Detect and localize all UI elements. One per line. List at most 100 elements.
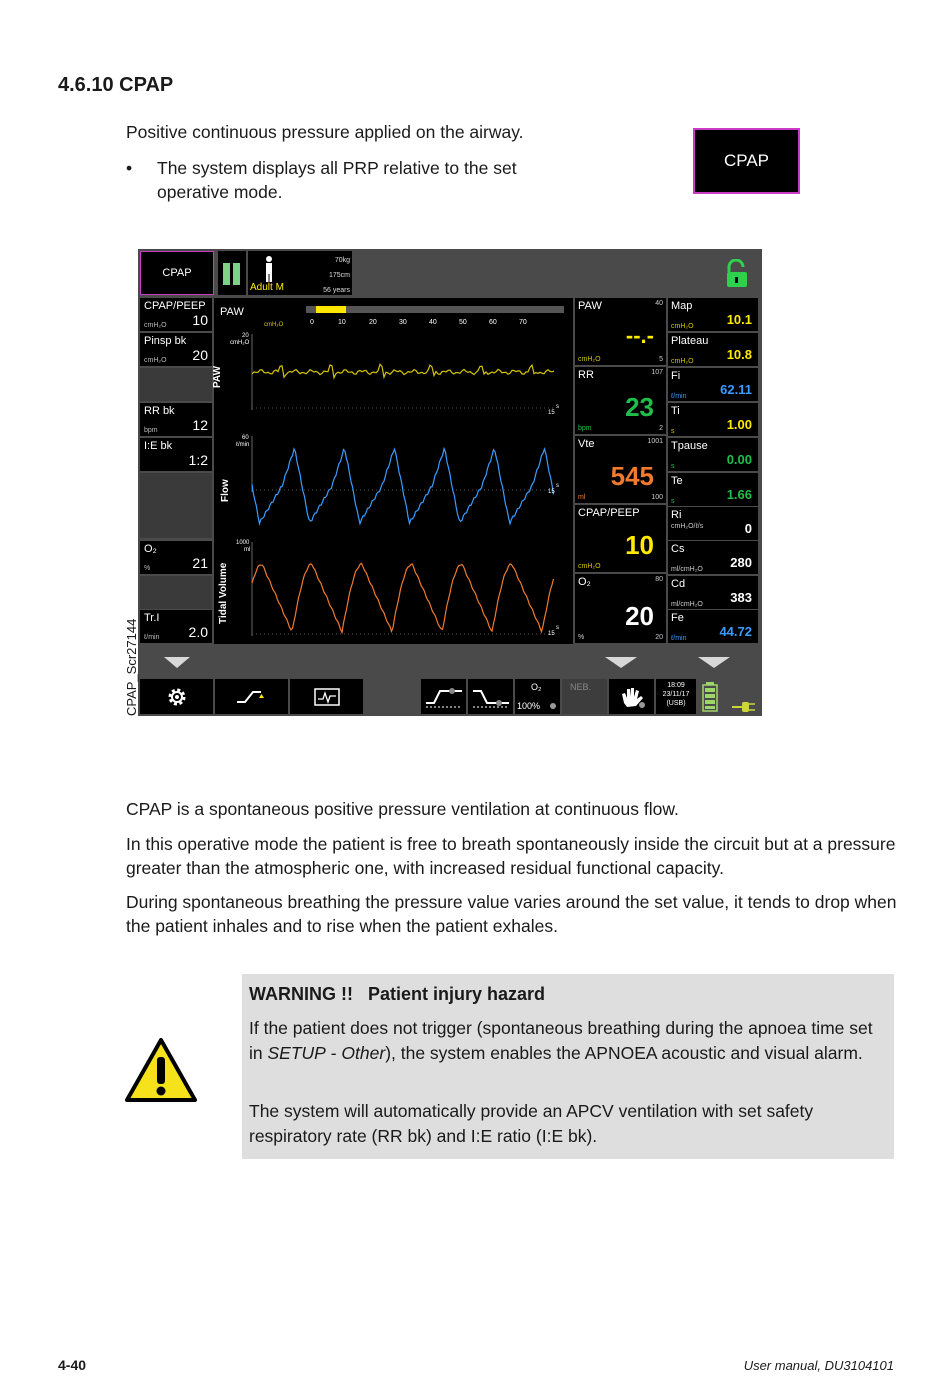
measure-label: Fi bbox=[671, 370, 681, 382]
measure-vte[interactable]: Vte 1001 545 ml 100 bbox=[575, 436, 666, 503]
person-icon bbox=[266, 256, 272, 282]
param-o2[interactable]: O₂ % 21 bbox=[140, 541, 212, 574]
chevron-down-icon[interactable] bbox=[605, 657, 637, 669]
mode-indicator[interactable]: CPAP bbox=[140, 251, 214, 295]
measure-low: 2 bbox=[659, 425, 663, 432]
wave-scale: 60 bbox=[242, 435, 249, 441]
param-ie-bk[interactable]: I:E bk 1:2 bbox=[140, 438, 212, 471]
measure-value: 23 bbox=[625, 392, 654, 422]
chevron-down-icon[interactable] bbox=[164, 657, 190, 669]
wave-unit: cmH₂O bbox=[230, 340, 250, 346]
waveform-panel: PAW cmH₂O 0 10 20 30 40 50 60 70 PAW Flo… bbox=[212, 298, 573, 644]
param-value: 10 bbox=[192, 312, 208, 328]
measure-low: 100 bbox=[651, 494, 663, 501]
measure-label: CPAP/PEEP bbox=[578, 507, 640, 519]
unlock-icon[interactable] bbox=[724, 259, 750, 289]
measure-ri[interactable]: Ri cmH₂O/ℓ/s 0 bbox=[668, 507, 758, 540]
measure-fi[interactable]: Fi ℓ/min 62.11 bbox=[668, 368, 758, 401]
measure-o2[interactable]: O₂ 80 20 % 20 bbox=[575, 574, 666, 643]
inspiratory-trigger-button[interactable] bbox=[421, 679, 466, 714]
param-unit: ℓ/min bbox=[144, 634, 160, 641]
measure-fe[interactable]: Fe ℓ/min 44.72 bbox=[668, 610, 758, 643]
param-pinsp-bk[interactable]: Pinsp bk cmH₂O 20 bbox=[140, 333, 212, 366]
paw-bar-label: PAW bbox=[220, 306, 244, 318]
measure-high: 107 bbox=[651, 369, 663, 376]
paragraph: During spontaneous breathing the pressur… bbox=[126, 892, 897, 936]
measure-label: Plateau bbox=[671, 335, 709, 347]
measure-unit: cmH₂O bbox=[578, 356, 601, 363]
measure-paw[interactable]: PAW 40 --.- cmH₂O 5 bbox=[575, 298, 666, 365]
measure-plateau[interactable]: Plateau cmH₂O 10.8 bbox=[668, 333, 758, 366]
measure-cd[interactable]: Cd ml/cmH₂O 383 bbox=[668, 576, 758, 609]
measure-value: 1.00 bbox=[726, 417, 752, 432]
manual-breath-button[interactable] bbox=[609, 679, 654, 714]
warning-triangle-icon bbox=[125, 1038, 197, 1102]
measure-unit: ml bbox=[578, 494, 586, 501]
param-label: RR bk bbox=[144, 405, 175, 417]
measure-unit: % bbox=[578, 634, 585, 641]
figure-caption: CPAP_Scr27144 bbox=[124, 618, 139, 716]
warning-paragraph: If the patient does not trigger (spontan… bbox=[249, 1016, 889, 1065]
measure-label: Cd bbox=[671, 578, 686, 590]
warning-box: WARNING !! Patient injury hazard If the … bbox=[242, 974, 894, 1159]
param-rr-bk[interactable]: RR bk bpm 12 bbox=[140, 403, 212, 436]
measure-unit: ℓ/min bbox=[671, 393, 687, 400]
cpap-mode-button[interactable]: CPAP bbox=[693, 128, 800, 194]
measure-cpap-peep[interactable]: CPAP/PEEP 10 cmH₂O bbox=[575, 505, 666, 572]
measure-label: Vte bbox=[578, 438, 595, 450]
measure-label: O₂ bbox=[578, 576, 591, 588]
o2-flush-button[interactable]: O₂ 100% bbox=[515, 679, 560, 714]
expiratory-trigger-button[interactable] bbox=[468, 679, 513, 714]
patient-info[interactable]: Adult M 70kg 175cm 56 years bbox=[248, 251, 352, 295]
param-unit: bpm bbox=[144, 427, 158, 434]
wave-label-paw: PAW bbox=[212, 365, 223, 388]
warning-text: ), the system enables the APNOEA acousti… bbox=[385, 1042, 863, 1063]
paw-tick: 70 bbox=[519, 319, 527, 326]
paragraph: In this operative mode the patient is fr… bbox=[126, 834, 896, 878]
monitor-view-button[interactable] bbox=[290, 679, 363, 714]
wave-time-end: 15 bbox=[548, 410, 555, 416]
measure-rr[interactable]: RR 107 23 bpm 2 bbox=[575, 367, 666, 434]
param-tr-i[interactable]: Tr.I ℓ/min 2.0 bbox=[140, 610, 212, 643]
warning-paragraph: The system will automatically provide an… bbox=[249, 1101, 814, 1146]
measure-te[interactable]: Te s 1.66 bbox=[668, 473, 758, 506]
manual-reference: User manual, DU3104101 bbox=[743, 1358, 894, 1373]
settings-button[interactable] bbox=[140, 679, 213, 714]
wave-time-unit: s bbox=[556, 625, 559, 631]
measure-value: 383 bbox=[730, 590, 752, 605]
measure-map[interactable]: Map cmH₂O 10.1 bbox=[668, 298, 758, 331]
param-label: Pinsp bk bbox=[144, 335, 187, 347]
paw-bar-unit: cmH₂O bbox=[264, 322, 284, 328]
paw-waveform bbox=[251, 363, 555, 380]
measure-low: 20 bbox=[655, 634, 663, 641]
measure-ti[interactable]: Ti s 1.00 bbox=[668, 403, 758, 436]
param-unit: cmH₂O bbox=[144, 357, 167, 364]
monitor-icon bbox=[313, 687, 340, 706]
measure-tpause[interactable]: Tpause s 0.00 bbox=[668, 438, 758, 471]
param-cpap-peep[interactable]: CPAP/PEEP cmH₂O 10 bbox=[140, 298, 212, 331]
wave-label-tidal-volume: Tidal Volume bbox=[218, 562, 229, 624]
measure-low: 5 bbox=[659, 356, 663, 363]
mode-indicator-label: CPAP bbox=[162, 267, 192, 279]
wave-time-end: 15 bbox=[548, 631, 555, 637]
measure-value: --.- bbox=[625, 323, 654, 348]
param-value: 2.0 bbox=[188, 624, 208, 640]
fall-curve-icon bbox=[472, 689, 509, 707]
nebulizer-button[interactable]: NEB. bbox=[562, 679, 607, 714]
measure-unit: ℓ/min bbox=[671, 635, 687, 642]
param-empty-slot bbox=[140, 473, 212, 538]
measure-value: 1.66 bbox=[726, 487, 752, 502]
warning-separator: - bbox=[325, 1042, 342, 1063]
hand-icon bbox=[621, 687, 645, 708]
measure-cs[interactable]: Cs ml/cmH₂O 280 bbox=[668, 541, 758, 574]
flow-waveform bbox=[251, 446, 555, 527]
paw-bar-ticks: 0 10 20 30 40 50 60 70 bbox=[310, 319, 550, 329]
pause-icon[interactable] bbox=[218, 251, 246, 295]
measure-label: Tpause bbox=[671, 440, 708, 452]
clock-display: 18:09 23/11/17 (USB) bbox=[656, 679, 696, 714]
chevron-down-icon[interactable] bbox=[698, 657, 730, 669]
warning-other-term: Other bbox=[341, 1042, 386, 1063]
ventilation-settings-button[interactable] bbox=[215, 679, 288, 714]
wave-time-end: 15 bbox=[548, 489, 555, 495]
measure-label: Ri bbox=[671, 509, 682, 521]
